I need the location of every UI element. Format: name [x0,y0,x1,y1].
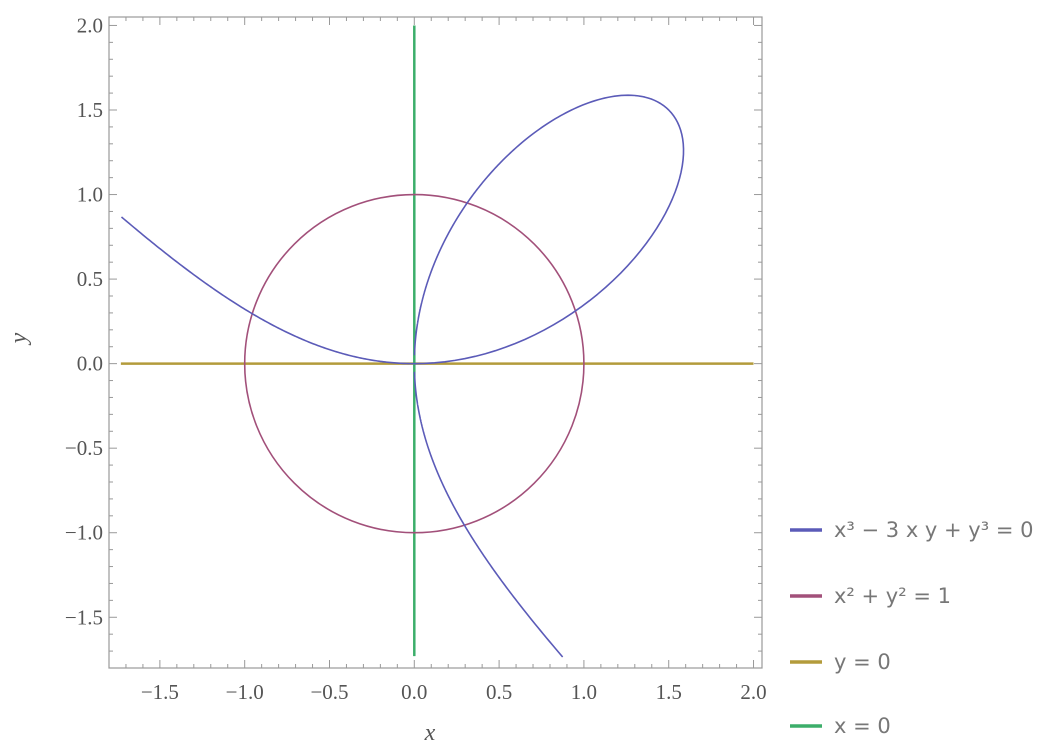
y-tick-label: 2.0 [77,13,103,37]
y-tick-label: 1.5 [77,98,103,122]
legend-label: x² + y² = 1 [834,584,951,608]
legend: x³ − 3 x y + y³ = 0 x² + y² = 1 y = 0 x = 0 [790,518,1033,738]
x-tick-label: 1.5 [656,680,682,704]
series-folium [120,94,685,658]
series-circle [243,193,585,534]
y-tick-label: −1.0 [65,521,103,545]
plot-curves [120,25,754,658]
legend-label: x³ − 3 x y + y³ = 0 [834,518,1033,542]
legend-label: x = 0 [834,714,891,738]
x-tick-label: 1.0 [571,680,597,704]
axis-ticks [108,17,762,669]
legend-label: y = 0 [834,650,891,674]
x-tick-label: 2.0 [740,680,766,704]
y-tick-label: 1.0 [77,183,103,207]
x-tick-label: −0.5 [310,680,348,704]
x-tick-label: 0.0 [401,680,427,704]
y-tick-label: −0.5 [65,436,103,460]
y-tick-label: 0.0 [77,352,103,376]
axis-tick-labels: −1.5 −1.0 −0.5 0.0 0.5 1.0 1.5 2.0 2.0 1.5 1.0 0.5 0… [65,13,767,704]
x-tick-label: −1.5 [141,680,179,704]
y-tick-label: 0.5 [77,267,103,291]
y-axis-label: y [6,332,32,345]
x-tick-label: −1.0 [226,680,264,704]
x-axis-label: x [424,720,436,742]
x-tick-label: 0.5 [486,680,512,704]
y-tick-label: −1.5 [65,605,103,629]
plot-frame [108,16,763,669]
